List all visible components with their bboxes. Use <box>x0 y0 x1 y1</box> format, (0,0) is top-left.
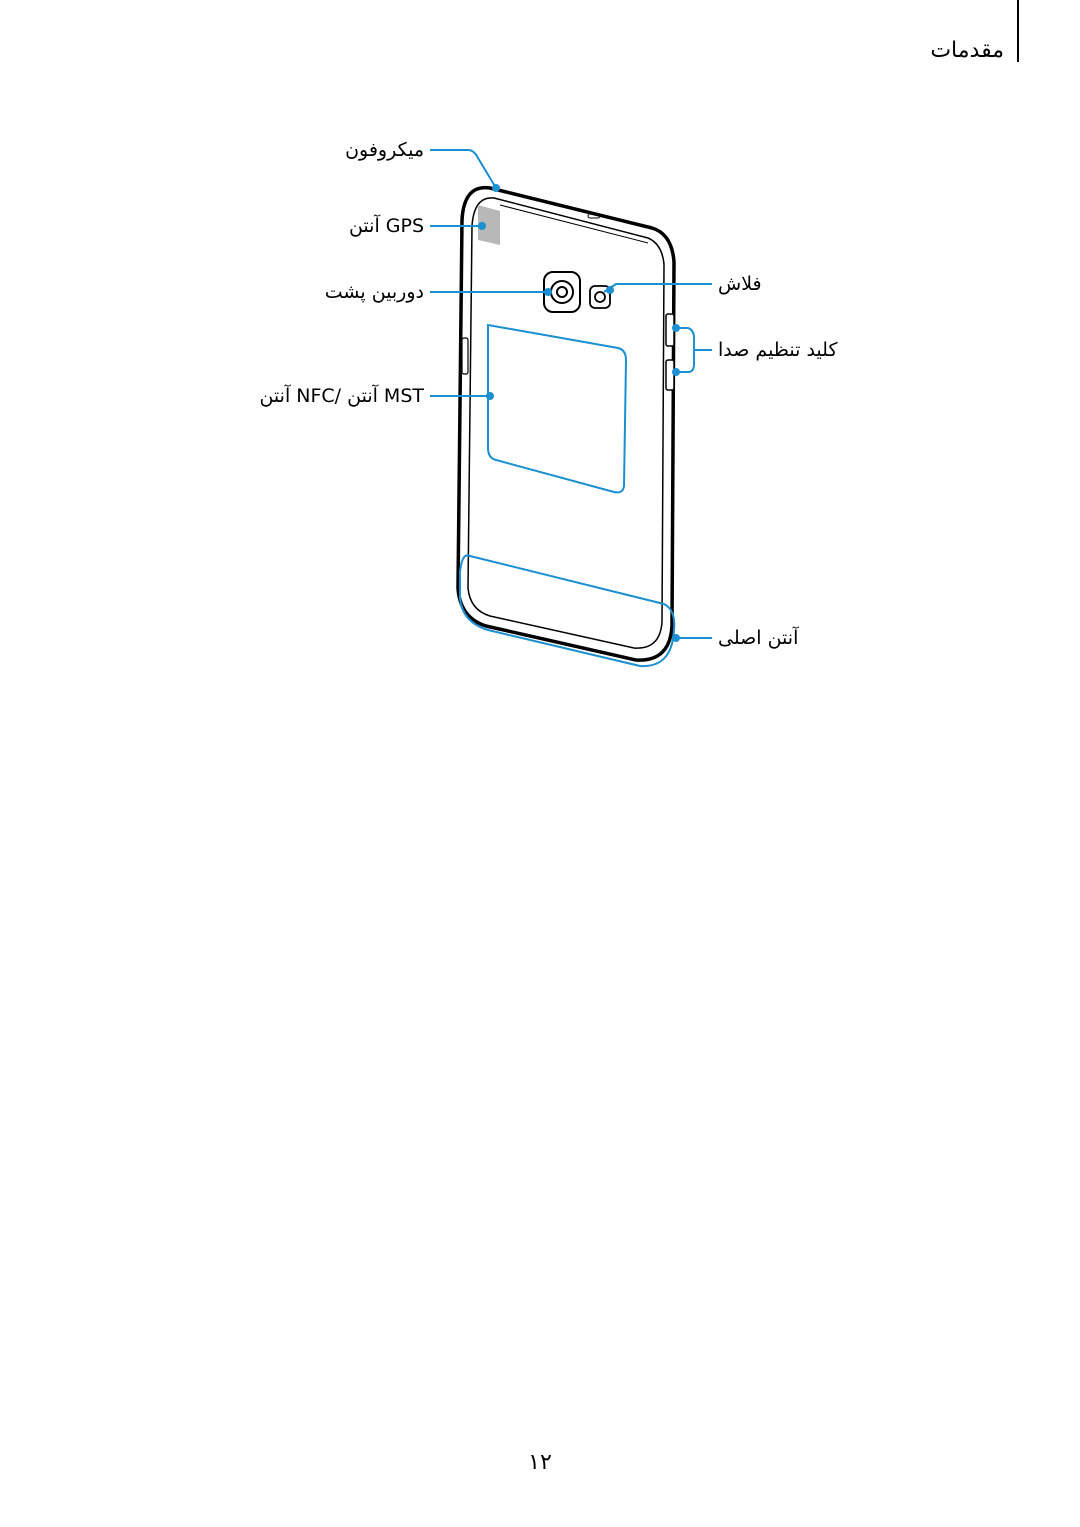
phone-inner-edge <box>467 197 665 649</box>
flash-unit <box>589 285 611 309</box>
left-side-button <box>461 337 469 375</box>
callout-nfc-mst-antenna: آنتن NFC/ آنتن MST <box>259 385 424 407</box>
volume-down-button <box>665 359 675 391</box>
top-port <box>587 213 601 219</box>
callout-volume-key: کلید تنظیم صدا <box>718 339 838 361</box>
main-antenna-outline <box>459 554 676 668</box>
section-title: مقدمات <box>930 38 1004 63</box>
flash-leader <box>603 283 712 293</box>
callout-gps-antenna: آنتن GPS <box>348 215 424 237</box>
top-edge-strip <box>499 204 649 244</box>
device-back-diagram <box>430 149 712 668</box>
microphone-leader <box>430 149 497 189</box>
phone-outer-edge <box>456 185 676 662</box>
callout-main-antenna: آنتن اصلی <box>718 627 799 649</box>
nfc-mst-antenna-outline <box>487 323 628 494</box>
callout-flash: فلاش <box>718 273 762 295</box>
header-rule <box>1017 0 1019 62</box>
phone-back <box>456 185 676 662</box>
page-number: ۱۲ <box>528 1450 552 1475</box>
callout-microphone: میکروفون <box>345 139 424 161</box>
callout-rear-camera: دوربین پشت <box>324 281 424 303</box>
gps-antenna-area <box>478 205 500 245</box>
volume-leader <box>676 327 712 373</box>
